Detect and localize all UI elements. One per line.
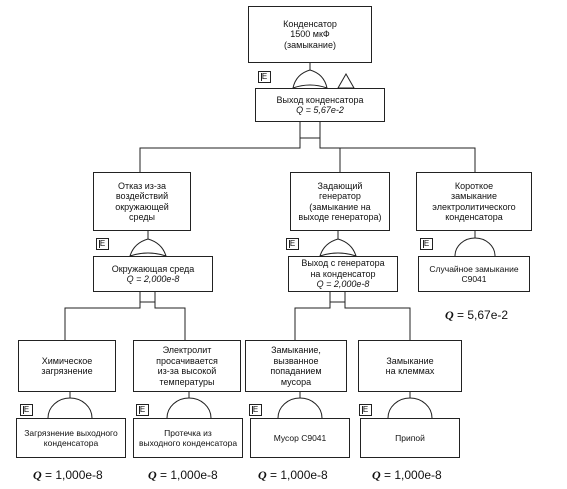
top-gate-q: Q = 5,67e-2 bbox=[296, 105, 344, 115]
bottom-q-value-1: = 1,000e-8 bbox=[45, 468, 103, 482]
bottom-basic-event-4: Припой bbox=[360, 418, 460, 458]
env-connector bbox=[64, 292, 186, 340]
bottom-q-value-4: = 1,000e-8 bbox=[384, 468, 442, 482]
bottom-q-symbol-2: Q bbox=[148, 468, 157, 482]
gen-gate-label: Выход с генератора на конденсатор bbox=[301, 258, 385, 279]
top-event-box: Конденсатор 1500 мкФ (замыкание) bbox=[248, 6, 372, 63]
gen-gate-q: Q = 2,000e-8 bbox=[316, 279, 370, 290]
bottom-ie-marker-2: E bbox=[136, 404, 149, 416]
top-transfer-triangle bbox=[337, 72, 355, 89]
bottom-probability-4: Q = 1,000e-8 bbox=[372, 468, 442, 483]
gen-or-gate bbox=[319, 238, 357, 257]
bottom-basic-event-1: Загрязнение выходного конденсатора bbox=[16, 418, 126, 458]
env-event-box: Отказ из-за воздействий окружающей среды bbox=[93, 172, 191, 231]
short-basic-event: Случайное замыкание С9041 bbox=[418, 256, 530, 292]
bottom-event-box-4: Замыкание на клеммах bbox=[358, 340, 462, 392]
top-ie-marker: E bbox=[258, 71, 271, 83]
bottom-basic-event-2: Протечка из выходного конденсатора bbox=[133, 418, 243, 458]
env-gate-box: Окружающая среда Q = 2,000e-8 bbox=[93, 256, 213, 292]
gen-gate-box: Выход с генератора на конденсатор Q = 2,… bbox=[288, 256, 398, 292]
env-ie-marker: E bbox=[96, 238, 109, 250]
bottom-probability-2: Q = 1,000e-8 bbox=[148, 468, 218, 483]
bottom-q-symbol-3: Q bbox=[258, 468, 267, 482]
top-connector bbox=[139, 122, 476, 172]
bottom-probability-1: Q = 1,000e-8 bbox=[33, 468, 103, 483]
bottom-event-box-3: Замыкание, вызванное попаданием мусора bbox=[245, 340, 347, 392]
bottom-ie-marker-4: E bbox=[359, 404, 372, 416]
top-gate-label: Выход конденсатора bbox=[276, 94, 364, 105]
bottom-q-value-3: = 1,000e-8 bbox=[270, 468, 328, 482]
bottom-event-box-1: Химическое загрязнение bbox=[18, 340, 116, 392]
short-event-circle bbox=[454, 237, 496, 257]
bottom-q-symbol-4: Q bbox=[372, 468, 381, 482]
short-q-symbol: Q bbox=[445, 308, 454, 322]
bottom-ie-marker-1: E bbox=[20, 404, 33, 416]
bottom-probability-3: Q = 1,000e-8 bbox=[258, 468, 328, 483]
top-or-gate bbox=[292, 69, 328, 89]
bottom-event-box-2: Электролит просачивается из-за высокой т… bbox=[133, 340, 241, 392]
gen-event-box: Задающий генератор (замыкание на выходе … bbox=[290, 172, 390, 231]
short-probability: Q = 5,67e-2 bbox=[445, 308, 508, 323]
top-gate-box: Выход конденсатора Q = 5,67e-2 bbox=[255, 88, 385, 122]
short-q-value: = 5,67e-2 bbox=[457, 308, 509, 322]
bottom-basic-event-3: Мусор С9041 bbox=[250, 418, 350, 458]
bottom-ie-marker-3: E bbox=[249, 404, 262, 416]
env-gate-q: Q = 2,000e-8 bbox=[126, 274, 180, 284]
env-gate-label: Окружающая среда bbox=[111, 263, 195, 274]
gen-ie-marker: E bbox=[286, 238, 299, 250]
bottom-q-symbol-1: Q bbox=[33, 468, 42, 482]
gen-connector bbox=[294, 292, 411, 340]
bottom-q-value-2: = 1,000e-8 bbox=[160, 468, 218, 482]
env-or-gate bbox=[129, 238, 167, 257]
short-event-box: Короткое замыкание электролитического ко… bbox=[416, 172, 532, 231]
short-ie-marker: E bbox=[420, 238, 433, 250]
